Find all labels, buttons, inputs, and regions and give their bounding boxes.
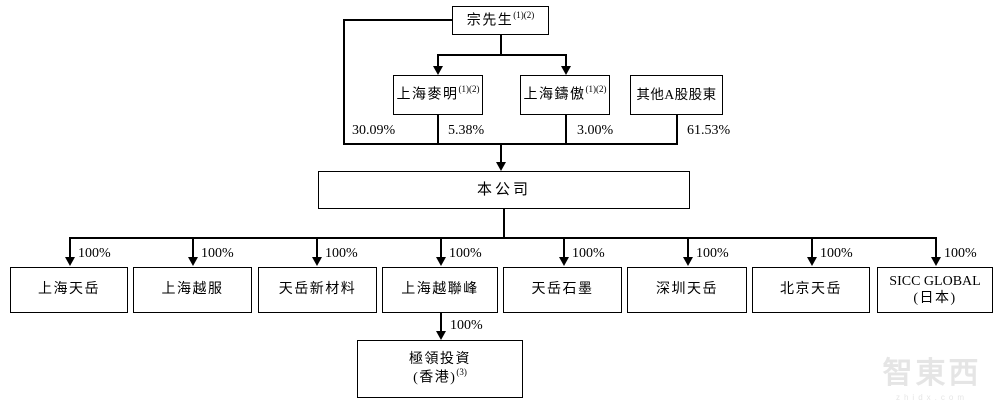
- footnote-superscript: (3): [456, 367, 467, 378]
- connector-line: [565, 54, 567, 68]
- subsidiary-percent-label: 100%: [201, 246, 234, 261]
- arrowhead-down-icon: [683, 257, 693, 266]
- arrowhead-down-icon: [807, 257, 817, 266]
- subsidiary-percent-label: 100%: [450, 318, 483, 333]
- node-other-a-share-holders: 其他A股股東: [630, 75, 723, 115]
- node-label: 極領投資: [409, 351, 471, 367]
- node-label: SICC GLOBAL: [889, 273, 981, 289]
- arrowhead-down-icon: [436, 331, 446, 340]
- watermark: 智東西 zhidx.com: [868, 348, 996, 402]
- node-label: 北京天岳: [780, 282, 842, 298]
- node-label: 上海越服: [161, 282, 224, 298]
- node-label: 上海鑄傲: [523, 88, 586, 104]
- node-label: 上海越聯峰: [401, 282, 479, 298]
- node-label: 上海麥明: [396, 88, 459, 104]
- connector-line: [500, 35, 502, 55]
- node-tianyue-new-materials: 天岳新材料: [258, 267, 377, 313]
- node-sicc-global-japan: SICC GLOBAL (日本): [877, 267, 993, 313]
- node-shanghai-yuelianfeng: 上海越聯峰: [382, 267, 498, 313]
- node-beijing-tianyue: 北京天岳: [752, 267, 870, 313]
- arrowhead-down-icon: [65, 257, 75, 266]
- connector-line: [563, 237, 565, 259]
- arrowhead-down-icon: [436, 257, 446, 266]
- node-label: 其他A股股東: [636, 86, 717, 102]
- node-label: 宗先生: [466, 13, 514, 29]
- watermark-text: 智東西: [882, 357, 982, 390]
- node-zong-xiansheng: 宗先生(1)(2): [452, 6, 549, 35]
- node-label: 天岳新材料: [278, 282, 357, 298]
- node-label-line2: (日本): [913, 291, 957, 306]
- node-label: 天岳石墨: [531, 282, 594, 298]
- node-jiling-investment-hk: 極領投資 (香港)(3): [357, 340, 523, 398]
- connector-line: [316, 237, 318, 259]
- node-shanghai-maiming: 上海麥明(1)(2): [393, 75, 483, 115]
- node-label: 深圳天岳: [656, 282, 718, 298]
- arrowhead-down-icon: [188, 257, 198, 266]
- node-shanghai-zhuao: 上海鑄傲(1)(2): [520, 75, 610, 115]
- connector-line: [676, 115, 678, 144]
- arrowhead-down-icon: [433, 66, 443, 75]
- connector-line: [343, 19, 345, 144]
- watermark-subtext: zhidx.com: [895, 393, 968, 402]
- connector-bus-line: [69, 237, 937, 239]
- arrowhead-down-icon: [312, 257, 322, 266]
- connector-bus-line: [343, 143, 678, 145]
- arrowhead-down-icon: [561, 66, 571, 75]
- arrowhead-down-icon: [931, 257, 941, 266]
- connector-line: [565, 115, 567, 144]
- footnote-superscript: (1)(2): [513, 9, 535, 20]
- subsidiary-percent-label: 100%: [78, 246, 111, 261]
- footnote-superscript: (1)(2): [458, 84, 480, 95]
- node-shanghai-tianyue: 上海天岳: [10, 267, 128, 313]
- connector-line: [500, 143, 502, 163]
- subsidiary-percent-label: 100%: [325, 246, 358, 261]
- connector-line: [437, 54, 439, 68]
- connector-line: [69, 237, 71, 259]
- node-shenzhen-tianyue: 深圳天岳: [627, 267, 747, 313]
- connector-line: [437, 54, 567, 56]
- subsidiary-percent-label: 100%: [449, 246, 482, 261]
- node-shanghai-yuefu: 上海越服: [133, 267, 252, 313]
- ownership-percent-label: 5.38%: [448, 123, 485, 138]
- ownership-percent-label: 61.53%: [687, 123, 731, 138]
- connector-line: [440, 237, 442, 259]
- node-label: 上海天岳: [38, 282, 100, 298]
- connector-line: [192, 237, 194, 259]
- footnote-superscript: (1)(2): [585, 84, 607, 95]
- ownership-percent-label: 3.00%: [577, 123, 614, 138]
- connector-line: [440, 313, 442, 332]
- node-label-line2: (香港): [413, 370, 457, 386]
- connector-line: [437, 115, 439, 144]
- connector-line: [343, 19, 453, 21]
- connector-line: [503, 209, 505, 238]
- subsidiary-percent-label: 100%: [572, 246, 605, 261]
- connector-line: [687, 237, 689, 259]
- connector-line: [811, 237, 813, 259]
- node-company: 本公司: [318, 171, 690, 209]
- node-label: 本公司: [476, 181, 531, 198]
- node-tianyue-graphite: 天岳石墨: [503, 267, 622, 313]
- subsidiary-percent-label: 100%: [820, 246, 853, 261]
- arrowhead-down-icon: [559, 257, 569, 266]
- ownership-percent-label: 30.09%: [352, 123, 396, 138]
- arrowhead-down-icon: [496, 162, 506, 171]
- connector-line: [935, 237, 937, 259]
- subsidiary-percent-label: 100%: [944, 246, 977, 261]
- subsidiary-percent-label: 100%: [696, 246, 729, 261]
